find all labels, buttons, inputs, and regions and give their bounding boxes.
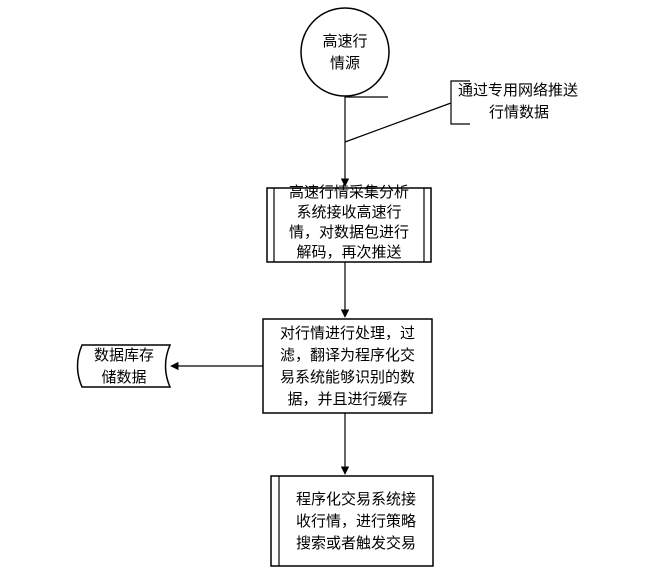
step1-line1: 高速行情采集分析	[288, 183, 409, 201]
storage-line1: 数据库存	[93, 346, 154, 364]
storage-shape	[76, 344, 172, 388]
annotation-bracket	[450, 80, 470, 125]
storage-line2: 储数据	[101, 368, 147, 386]
step2-line3: 易系统能够识别的数	[279, 368, 415, 386]
annotation-line2: 行情数据	[488, 103, 549, 121]
step2-line4: 据，并且进行缓存	[287, 390, 408, 408]
step3-box	[270, 475, 434, 567]
step2-line1: 对行情进行处理，过	[279, 324, 415, 342]
step1-line2: 系统接收高速行	[296, 203, 402, 221]
step2-line2: 滤，翻译为程序化交	[279, 346, 415, 364]
annotation-line1: 通过专用网络推送	[458, 81, 579, 99]
step3-line2: 收行情，进行策略	[295, 512, 416, 530]
step1-line4: 解码，再次推送	[296, 243, 402, 261]
step1-line3: 情，对数据包进行	[288, 223, 409, 241]
step3-line1: 程序化交易系统接	[295, 490, 416, 508]
source-node-label-line1: 高速行	[322, 32, 368, 50]
step3-line3: 搜索或者触发交易	[295, 534, 416, 552]
step1-box	[266, 187, 432, 263]
annotation-connector	[344, 102, 452, 143]
source-node-label-line2: 情源	[329, 54, 360, 72]
